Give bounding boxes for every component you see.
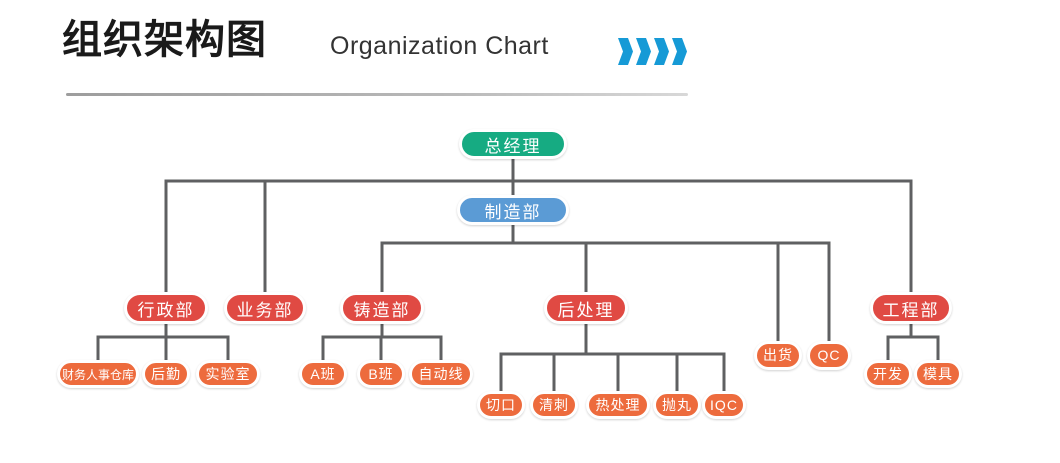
title-divider-rule [66, 93, 688, 96]
org-node-qc[interactable]: QC [807, 340, 851, 370]
org-node-label: B班 [368, 366, 394, 382]
org-node-label: QC [817, 347, 841, 363]
org-node-iqc[interactable]: IQC [702, 391, 746, 419]
chevron-arrows-decoration [617, 36, 689, 66]
org-node-logi[interactable]: 后勤 [142, 360, 190, 388]
chevron-right-icon [672, 37, 687, 65]
org-node-label: 热处理 [595, 397, 641, 413]
org-node-label: 出货 [763, 347, 793, 363]
org-node-cut[interactable]: 切口 [477, 391, 525, 419]
org-node-label: 后勤 [151, 366, 181, 382]
org-node-label: 铸造部 [353, 300, 411, 320]
org-node-label: 抛丸 [662, 397, 692, 413]
org-node-post[interactable]: 后处理 [544, 292, 628, 324]
org-node-label: IQC [710, 397, 738, 413]
org-node-label: 制造部 [484, 202, 542, 222]
org-node-mold[interactable]: 模具 [914, 360, 962, 388]
org-node-admin[interactable]: 行政部 [124, 292, 208, 324]
org-node-gm[interactable]: 总经理 [459, 129, 567, 159]
org-node-label: 业务部 [236, 300, 294, 320]
org-node-label: 实验室 [205, 366, 251, 382]
org-node-biz[interactable]: 业务部 [224, 292, 306, 324]
page-title-chinese: 组织架构图 [62, 18, 267, 62]
org-node-shiftB[interactable]: B班 [357, 360, 405, 388]
org-node-shiftA[interactable]: A班 [299, 360, 347, 388]
org-node-dev[interactable]: 开发 [864, 360, 912, 388]
chevron-right-icon [654, 37, 669, 65]
org-node-shot[interactable]: 抛丸 [653, 391, 701, 419]
org-node-label: 工程部 [882, 300, 940, 320]
org-node-lab[interactable]: 实验室 [196, 360, 260, 388]
org-node-label: 模具 [923, 366, 953, 382]
org-node-cast[interactable]: 铸造部 [340, 292, 424, 324]
org-node-label: 开发 [873, 366, 903, 382]
org-node-mfg[interactable]: 制造部 [457, 195, 569, 225]
org-node-label: 行政部 [137, 300, 195, 320]
chevron-right-icon [636, 37, 651, 65]
org-node-ship[interactable]: 出货 [754, 340, 802, 370]
org-node-label: A班 [310, 366, 336, 382]
page-header: 组织架构图 Organization Chart [0, 0, 1060, 100]
org-node-autoline[interactable]: 自动线 [409, 360, 473, 388]
org-node-label: 财务人事仓库 [61, 367, 134, 382]
org-node-label: 切口 [486, 397, 516, 413]
chevron-right-icon [618, 37, 633, 65]
org-node-heat[interactable]: 热处理 [586, 391, 650, 419]
page-title-english: Organization Chart [330, 32, 549, 60]
org-node-finhr[interactable]: 财务人事仓库 [57, 360, 139, 388]
org-node-eng[interactable]: 工程部 [870, 292, 952, 324]
org-node-label: 后处理 [557, 300, 615, 320]
org-node-label: 自动线 [418, 366, 464, 382]
org-node-label: 清刺 [539, 397, 569, 413]
org-node-deburr[interactable]: 清刺 [530, 391, 578, 419]
org-node-label: 总经理 [484, 136, 542, 156]
